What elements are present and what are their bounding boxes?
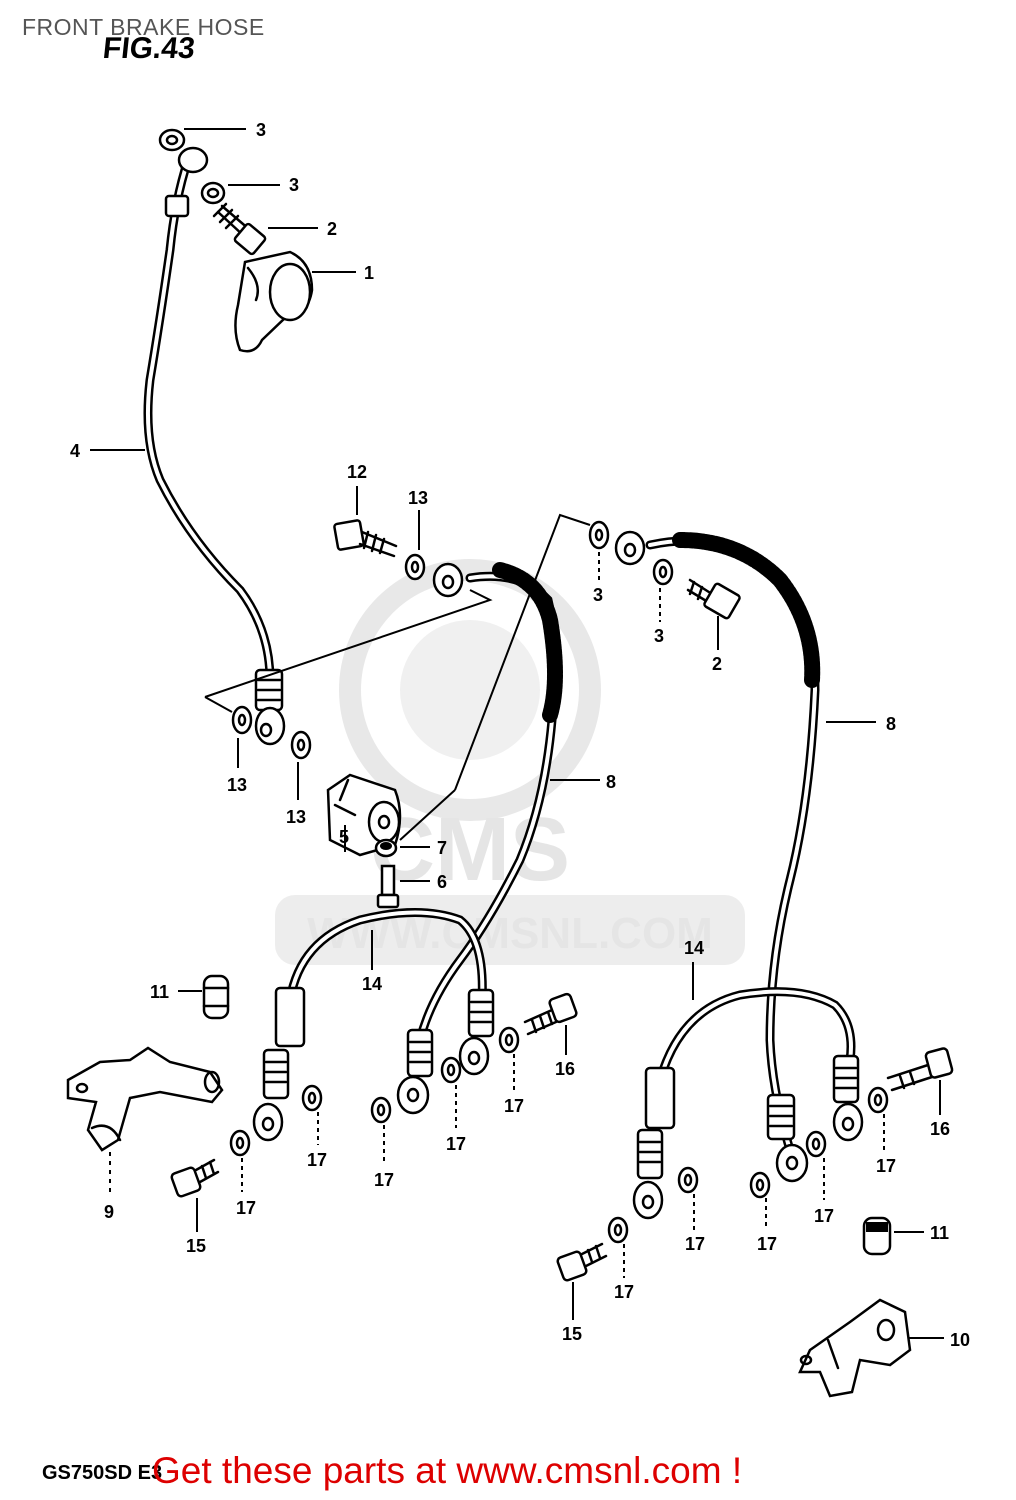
washers-17 bbox=[229, 1026, 889, 1244]
callout-13: 13 bbox=[227, 775, 247, 795]
callout-11: 11 bbox=[150, 982, 169, 1002]
callout-17: 17 bbox=[504, 1096, 524, 1116]
callout-4: 4 bbox=[70, 441, 80, 461]
washer-13-c bbox=[404, 553, 426, 581]
callout-3: 3 bbox=[654, 626, 664, 646]
callout-2: 2 bbox=[327, 219, 337, 239]
callout-17: 17 bbox=[446, 1134, 466, 1154]
grommet-11-right bbox=[862, 1216, 892, 1256]
bleeder-valve bbox=[376, 864, 400, 909]
bolt-16-left bbox=[523, 992, 578, 1036]
washer-3-d bbox=[652, 558, 674, 586]
brake-hose-8-right bbox=[614, 530, 821, 1183]
callout-17: 17 bbox=[374, 1170, 394, 1190]
model-code: GS750SD E3 bbox=[42, 1462, 163, 1484]
callout-12: 12 bbox=[347, 462, 367, 482]
callout-9: 9 bbox=[104, 1202, 114, 1222]
callout-3: 3 bbox=[256, 120, 266, 140]
footer-link[interactable]: Get these parts at www.cmsnl.com ! bbox=[152, 1450, 743, 1491]
callout-16: 16 bbox=[555, 1059, 575, 1079]
callout-16: 16 bbox=[930, 1119, 950, 1139]
leader-lines bbox=[90, 128, 944, 1339]
callout-1: 1 bbox=[364, 263, 374, 283]
callout-17: 17 bbox=[876, 1156, 896, 1176]
grommet-11-left bbox=[202, 974, 230, 1020]
callout-13: 13 bbox=[408, 488, 428, 508]
callout-13: 13 bbox=[286, 807, 306, 827]
callout-17: 17 bbox=[236, 1198, 256, 1218]
washer-13-a bbox=[231, 705, 253, 735]
washer-3-a bbox=[158, 128, 186, 152]
callout-17: 17 bbox=[307, 1150, 327, 1170]
callout-14: 14 bbox=[684, 938, 704, 958]
brake-hose-4 bbox=[143, 146, 286, 746]
bolt-16-right bbox=[886, 1047, 954, 1092]
brake-hose-14-left bbox=[252, 908, 495, 1142]
washer-3-b bbox=[200, 181, 226, 205]
callout-14: 14 bbox=[362, 974, 382, 994]
union-bolt-12 bbox=[333, 519, 398, 558]
callout-6: 6 bbox=[437, 872, 447, 892]
three-way-joint bbox=[326, 773, 402, 857]
union-bolt-upper-right bbox=[686, 578, 741, 620]
callout-10: 10 bbox=[950, 1330, 970, 1350]
washer-13-b bbox=[290, 730, 312, 760]
bolt-15-right bbox=[556, 1242, 608, 1282]
hose-clamp-bracket-10 bbox=[798, 1298, 912, 1398]
bleeder-cap bbox=[374, 838, 398, 858]
callout-15: 15 bbox=[186, 1236, 206, 1256]
callout-3: 3 bbox=[593, 585, 603, 605]
union-bolt-upper bbox=[212, 202, 267, 256]
callout-17: 17 bbox=[685, 1234, 705, 1254]
master-cylinder-union bbox=[234, 250, 314, 353]
callout-5: 5 bbox=[339, 827, 349, 847]
callout-11: 11 bbox=[930, 1223, 949, 1243]
page-title: FRONT BRAKE HOSE bbox=[22, 14, 265, 40]
callout-15: 15 bbox=[562, 1324, 582, 1344]
callout-17: 17 bbox=[757, 1234, 777, 1254]
callout-8: 8 bbox=[606, 772, 616, 792]
bolt-15-left bbox=[170, 1158, 220, 1198]
callout-numbers: 3 3 2 1 4 12 13 3 3 2 8 13 13 5 8 7 6 14… bbox=[70, 120, 970, 1350]
brake-hose-8-left bbox=[396, 562, 563, 1115]
callout-7: 7 bbox=[437, 838, 447, 858]
washer-3-c bbox=[588, 520, 610, 550]
brake-hose-14-right bbox=[632, 987, 864, 1220]
callout-3: 3 bbox=[289, 175, 299, 195]
watermark: CMS WWW.CMSNL.COM bbox=[275, 559, 745, 965]
callout-17: 17 bbox=[814, 1206, 834, 1226]
callout-8: 8 bbox=[886, 714, 896, 734]
callout-2: 2 bbox=[712, 654, 722, 674]
callout-17: 17 bbox=[614, 1282, 634, 1302]
hose-clamp-bracket-9 bbox=[66, 1046, 224, 1152]
